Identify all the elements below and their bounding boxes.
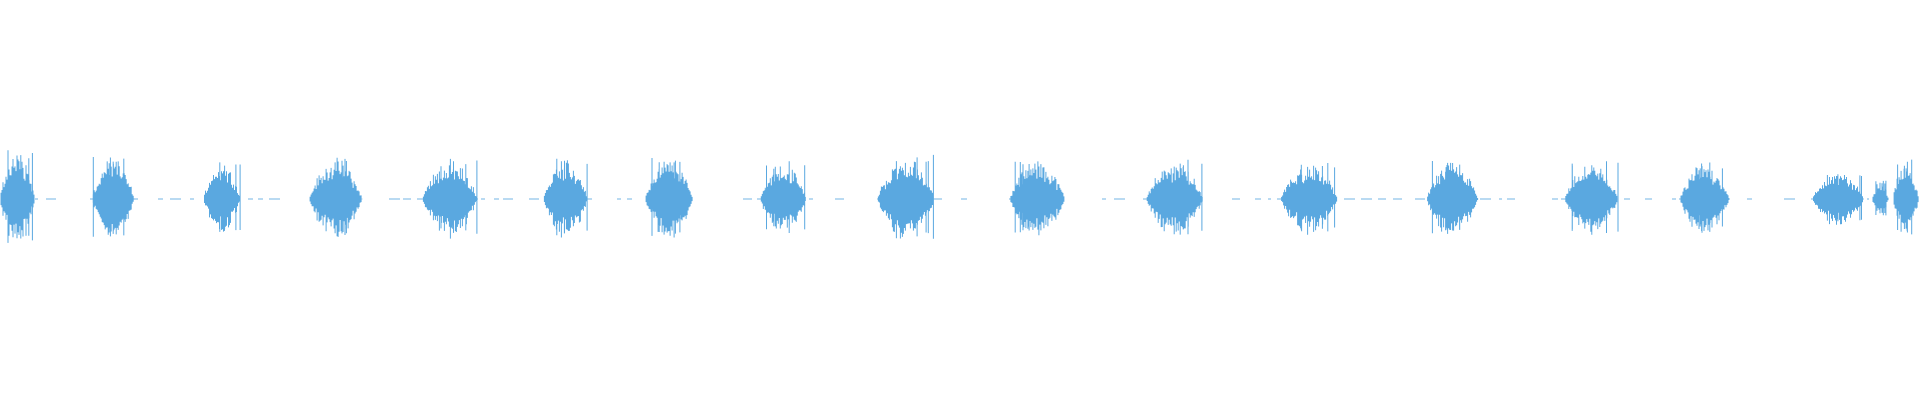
waveform-burst xyxy=(1565,161,1619,235)
waveform-burst xyxy=(1281,163,1338,235)
waveform-burst xyxy=(760,161,806,233)
waveform-burst xyxy=(204,162,241,232)
waveform-burst xyxy=(1680,162,1730,233)
waveform-burst xyxy=(877,154,934,239)
waveform-burst xyxy=(1010,161,1065,236)
waveform-burst xyxy=(543,158,588,238)
waveform-burst xyxy=(422,158,478,239)
waveform-burst xyxy=(1146,159,1203,235)
waveform-burst xyxy=(0,150,35,243)
waveform-burst xyxy=(1813,174,1864,225)
waveform-burst xyxy=(1893,159,1919,235)
waveform-burst xyxy=(645,158,693,238)
waveform-burst xyxy=(309,157,363,237)
waveform-burst xyxy=(92,157,135,237)
waveform-burst xyxy=(1872,180,1889,216)
waveform-burst xyxy=(1427,161,1479,234)
